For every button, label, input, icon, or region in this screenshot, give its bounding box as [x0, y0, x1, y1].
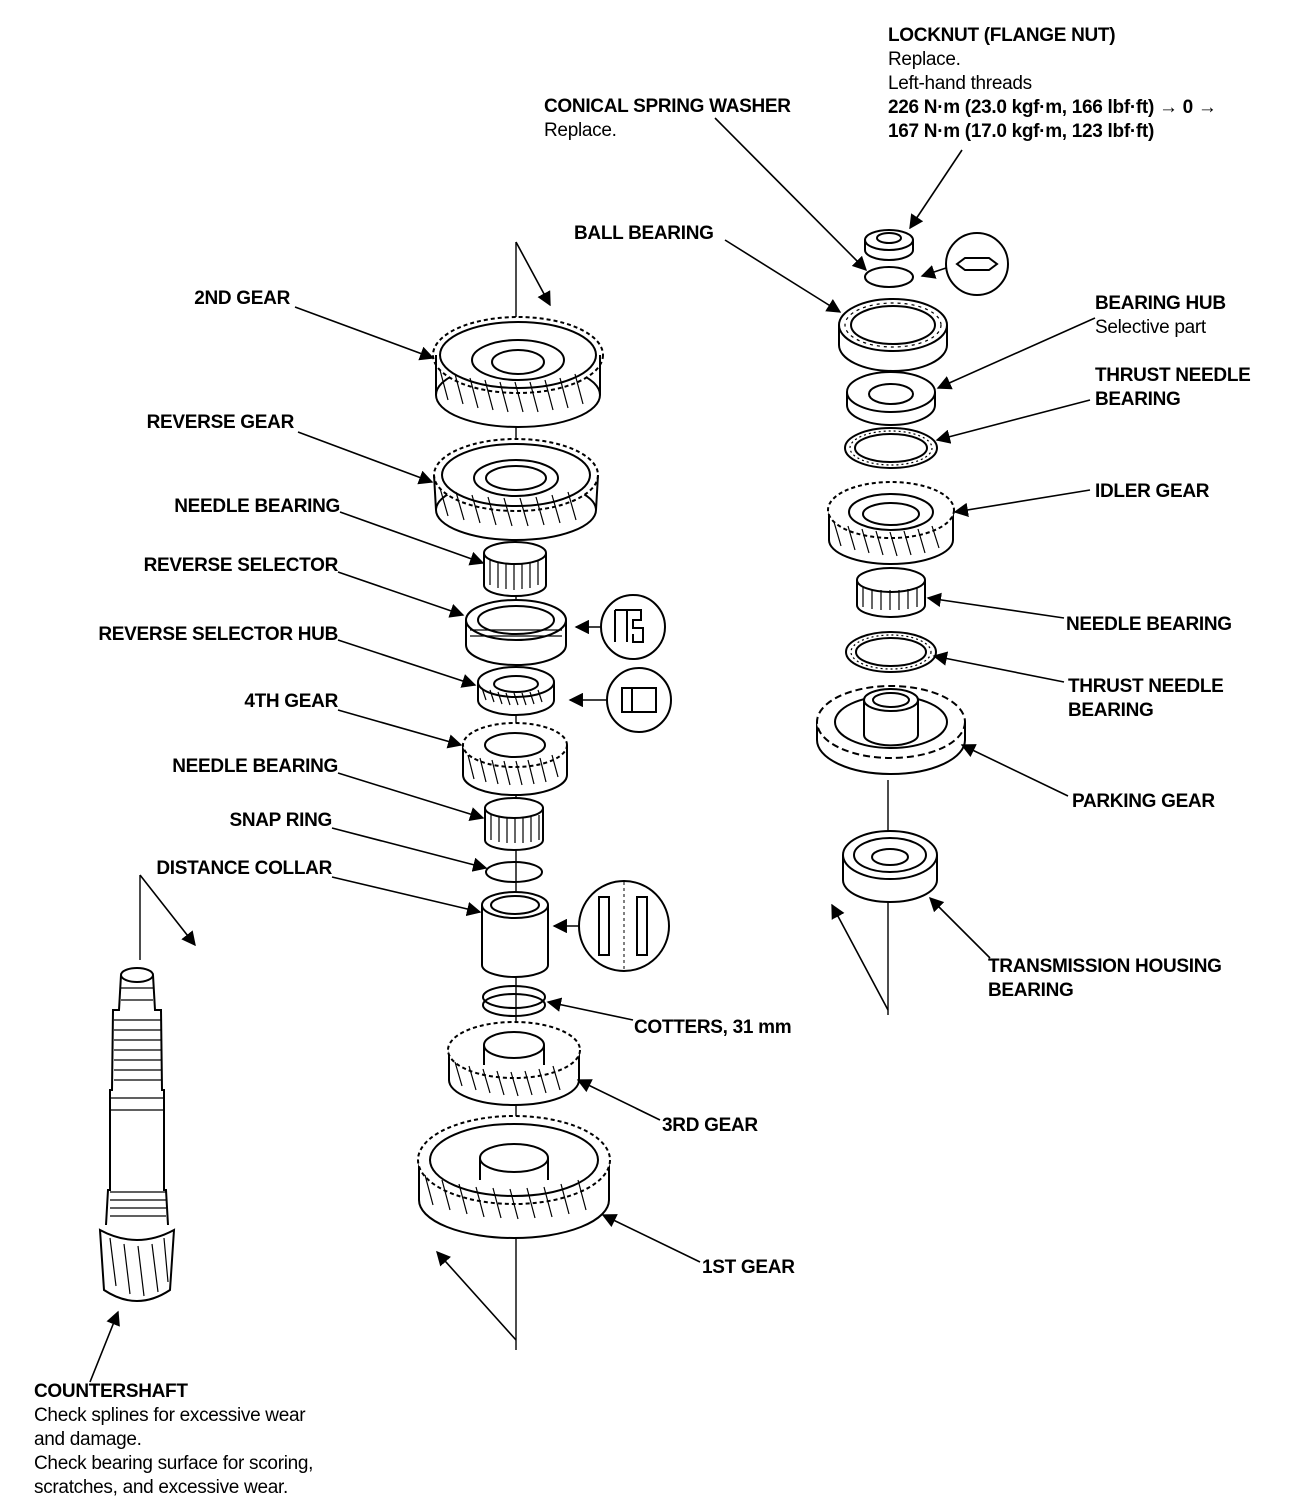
needle-bearing-lower-label: NEEDLE BEARING	[172, 756, 338, 777]
third-gear-drawing	[447, 1021, 581, 1106]
third-gear-label: 3RD GEAR	[662, 1115, 758, 1136]
parking-gear-label: PARKING GEAR	[1072, 791, 1215, 812]
idler-gear-drawing	[827, 481, 955, 565]
snap-ring-label: SNAP RING	[229, 810, 332, 831]
needle-bearing-right-drawing	[856, 567, 926, 618]
ball-bearing-label: BALL BEARING	[574, 223, 714, 244]
bearing-hub-label: BEARING HUB Selective part	[1095, 292, 1226, 340]
first-gear-drawing	[417, 1115, 611, 1239]
conical-spring-washer-label: CONICAL SPRING WASHER Replace.	[544, 95, 791, 143]
needle-bearing-upper-label: NEEDLE BEARING	[174, 496, 340, 517]
first-gear-label: 1ST GEAR	[702, 1257, 795, 1278]
ball-bearing-drawing	[838, 298, 948, 372]
transmission-housing-bearing-line2: BEARING	[988, 980, 1074, 1001]
countershaft-note-3: Check bearing surface for scoring,	[34, 1453, 314, 1474]
reverse-selector-hub-drawing	[477, 666, 555, 716]
thrust-needle-bearing-upper-label: THRUST NEEDLE BEARING	[1095, 364, 1251, 412]
conical-spring-washer-note: Replace.	[544, 120, 617, 141]
needle-bearing-upper-drawing	[483, 541, 547, 597]
leader-lines	[294, 117, 1096, 1263]
conical-spring-washer-drawing	[864, 266, 914, 288]
locknut-title: LOCKNUT (FLANGE NUT)	[888, 25, 1116, 46]
bearing-hub-title: BEARING HUB	[1095, 293, 1226, 314]
needle-bearing-right-label: NEEDLE BEARING	[1066, 614, 1232, 635]
locknut-note-threads: Left-hand threads	[888, 73, 1032, 94]
snap-ring-drawing	[485, 861, 543, 883]
distance-collar-label: DISTANCE COLLAR	[156, 858, 332, 879]
second-gear-drawing	[432, 316, 604, 428]
countershaft-title: COUNTERSHAFT	[34, 1381, 188, 1402]
thrust-needle-bearing-upper-drawing	[844, 427, 938, 469]
distance-collar-section-icon	[578, 880, 670, 972]
transmission-housing-bearing-label: TRANSMISSION HOUSING BEARING	[988, 955, 1222, 1003]
locknut-note-replace: Replace.	[888, 49, 961, 70]
locknut-torque-2: 167 N·m (17.0 kgf·m, 123 lbf·ft)	[888, 121, 1154, 142]
reverse-selector-section-icon	[600, 594, 666, 660]
bearing-hub-note: Selective part	[1095, 317, 1206, 338]
second-gear-label: 2ND GEAR	[194, 288, 290, 309]
fourth-gear-label: 4TH GEAR	[244, 691, 338, 712]
reverse-selector-hub-label: REVERSE SELECTOR HUB	[98, 624, 338, 645]
locknut-drawing	[864, 229, 914, 261]
thrust-needle-bearing-lower-drawing	[845, 631, 937, 673]
needle-bearing-lower-drawing	[484, 797, 544, 851]
conical-spring-washer-section-icon	[945, 232, 1009, 296]
thrust-needle-bearing-lower-label: THRUST NEEDLE BEARING	[1068, 675, 1224, 723]
idler-gear-label: IDLER GEAR	[1095, 481, 1210, 502]
transmission-housing-bearing-line1: TRANSMISSION HOUSING	[988, 956, 1222, 977]
thrust-needle-bearing-lower-line2: BEARING	[1068, 700, 1154, 721]
cotters-label: COTTERS, 31 mm	[634, 1017, 792, 1038]
conical-spring-washer-title: CONICAL SPRING WASHER	[544, 96, 791, 117]
reverse-selector-drawing	[465, 599, 567, 666]
reverse-gear-drawing	[433, 438, 599, 541]
locknut-label: LOCKNUT (FLANGE NUT) Replace. Left-hand …	[888, 24, 1217, 144]
thrust-needle-bearing-upper-line2: BEARING	[1095, 389, 1181, 410]
transmission-housing-bearing-drawing	[842, 830, 938, 903]
reverse-selector-label: REVERSE SELECTOR	[143, 555, 339, 576]
countershaft-note-4: scratches, and excessive wear.	[34, 1477, 288, 1498]
countershaft-note-1: Check splines for excessive wear	[34, 1405, 306, 1426]
cotters-drawing	[482, 985, 546, 1017]
reverse-gear-label: REVERSE GEAR	[146, 412, 295, 433]
fourth-gear-drawing	[462, 722, 568, 796]
thrust-needle-bearing-upper-line1: THRUST NEEDLE	[1095, 365, 1251, 386]
locknut-torque-1: 226 N·m (23.0 kgf·m, 166 lbf·ft) → 0 →	[888, 97, 1217, 118]
distance-collar-drawing	[481, 891, 549, 978]
countershaft-note-2: and damage.	[34, 1429, 142, 1450]
countershaft-drawing	[89, 874, 196, 1383]
reverse-selector-hub-section-icon	[606, 667, 672, 733]
parking-gear-drawing	[816, 685, 966, 775]
bearing-hub-drawing	[846, 371, 936, 426]
thrust-needle-bearing-lower-line1: THRUST NEEDLE	[1068, 676, 1224, 697]
countershaft-label: COUNTERSHAFT Check splines for excessive…	[34, 1380, 313, 1500]
